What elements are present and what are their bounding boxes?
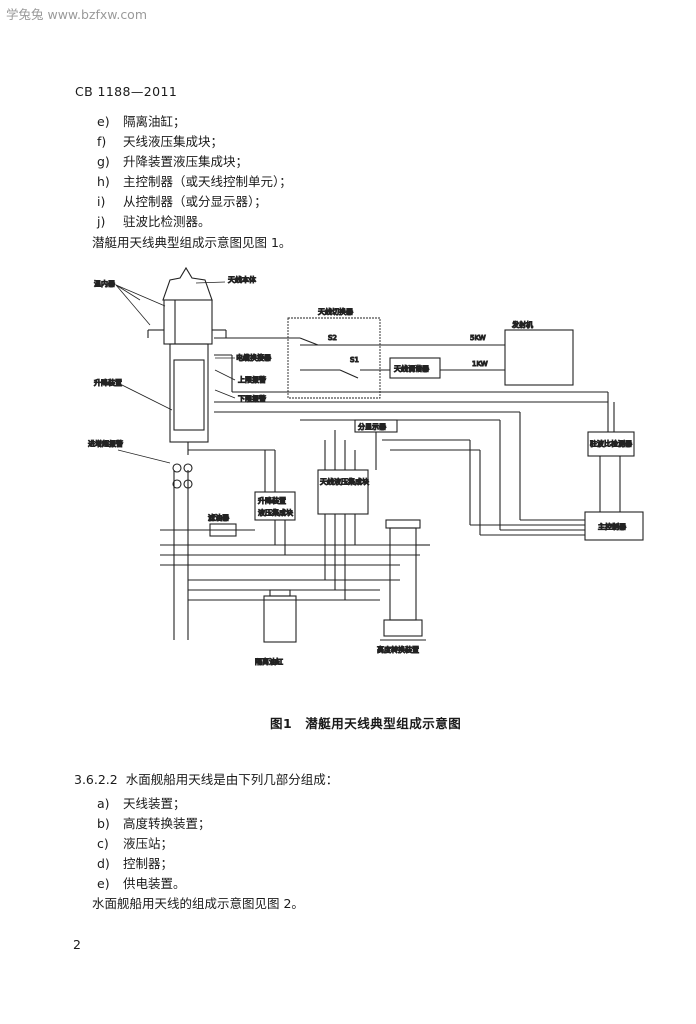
list-item: j)驻波比检测器。 [97,214,211,229]
antenna-switch [214,317,574,399]
figure-caption: 图1 潜艇用天线典型组成示意图 [270,716,462,731]
list-item: i)从控制器（或分显示器）； [97,194,267,209]
label-vswr-detector: 驻波比检测器 [590,439,632,448]
cabling [214,354,644,541]
label-antenna-body: 天线本体 [228,275,256,284]
label-alarm: 进增超报警 [88,439,123,448]
list-item: b)高度转换装置； [97,816,211,831]
page-number: 2 [73,937,81,952]
label-cable-converter: 电缆换接器 [236,353,271,362]
label-isolation-cylinder: 隔离油缸 [255,657,283,666]
label-lifting-hydraulic-1: 升降装置 [258,496,286,505]
list-item: d)控制器； [97,856,174,871]
label-main-controller: 主控制器 [598,522,626,531]
list-item: f)天线液压集成块； [97,134,224,149]
label-transmitter: 发射机 [512,320,533,329]
antenna-body [147,266,227,455]
label-s2: S2 [328,334,337,342]
label-temp: 温内器 [94,279,115,288]
label-antenna-hydraulic-block: 天线液压集成块 [320,477,369,486]
list-item: e)隔离油缸； [97,114,186,129]
label-s1: S1 [350,356,359,364]
figure-reference: 水面舰船用天线的组成示意图见图 2。 [92,896,304,911]
pipe-manifold [160,463,420,640]
label-antenna-tuner: 天线调谐器 [394,364,429,373]
label-upper-limit-alarm: 上限报警 [238,375,266,384]
label-lifting-hydraulic-2: 液压集成块 [258,508,293,517]
list-item: g)升降装置液压集成块； [97,154,249,169]
label-5kw: 5KW [470,334,486,342]
standard-number: CB 1188—2011 [75,84,178,99]
section-heading: 3.6.2.2 水面舰船用天线是由下列几部分组成： [74,772,339,787]
figure-reference: 潜艇用天线典型组成示意图见图 1。 [92,235,292,250]
label-1kw: 1KW [472,360,488,368]
cylinders [263,519,430,643]
list-item: c)液压站； [97,836,174,851]
list-item: h)主控制器（或天线控制单元）； [97,174,292,189]
watermark: 学兔兔 www.bzfxw.com [6,7,148,22]
list-item: e)供电装置。 [97,876,186,891]
label-lifting-device: 升降装置 [94,378,122,387]
label-lower-limit-alarm: 下限报警 [238,394,266,403]
hydraulic-blocks [188,430,369,600]
label-height-converter: 高度转换装置 [377,645,419,654]
label-antenna-switch: 天线切换器 [318,307,353,316]
label-sub-display: 分显示器 [358,422,386,431]
label-oil-filter: 滤油器 [208,513,229,522]
list-item: a)天线装置； [97,796,186,811]
